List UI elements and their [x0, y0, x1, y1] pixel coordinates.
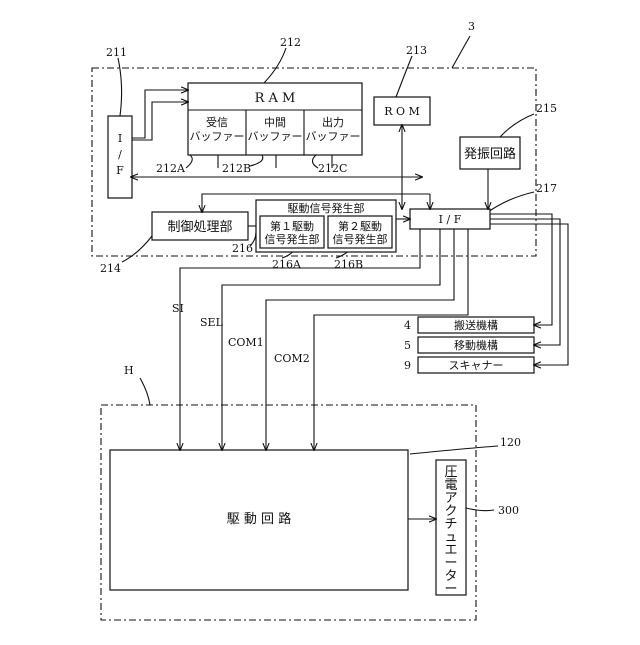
ref-215: 215	[536, 102, 557, 115]
out-buffer-label-2: バッファー	[306, 130, 361, 143]
ref-4: 4	[404, 319, 411, 332]
ref-5: 5	[404, 339, 411, 352]
controller-label: 制御処理部	[167, 220, 232, 235]
leader-300	[466, 508, 494, 511]
ref-300: 300	[498, 504, 519, 517]
piezo-char-10: ー	[444, 582, 457, 597]
leader-215	[500, 114, 534, 137]
second-generator-label-1: 第２駆動	[338, 219, 382, 233]
ref-3: 3	[468, 20, 475, 33]
ref-214: 214	[100, 262, 121, 275]
link-if-transport	[490, 214, 552, 325]
ram-label: R A M	[255, 91, 296, 106]
leader-211	[118, 58, 122, 116]
ref-211: 211	[106, 46, 127, 59]
out-buffer-label-1: 出力	[322, 115, 344, 129]
first-generator-label-2: 信号発生部	[265, 232, 320, 246]
link-if-to-ram-lower	[132, 102, 188, 140]
signal-label-si: SI	[172, 302, 184, 315]
leader-120	[410, 446, 498, 454]
leader-217	[488, 192, 534, 212]
if-right-label: I / F	[439, 213, 462, 226]
signal-label-com1: COM1	[228, 336, 264, 349]
leader-212b	[250, 155, 263, 166]
link-if-to-ram-upper	[132, 90, 188, 138]
leader-3	[452, 36, 470, 68]
if-left-label-1: I	[118, 132, 122, 145]
leader-213	[396, 56, 412, 97]
drive-circuit-label: 駆 動 回 路	[227, 511, 291, 527]
signal-label-sel: SEL	[200, 316, 224, 329]
transport-label: 搬送機構	[454, 318, 498, 332]
ref-9: 9	[404, 359, 411, 372]
first-generator-label-1: 第１駆動	[270, 219, 314, 233]
ref-213: 213	[406, 44, 427, 57]
leader-212a	[186, 155, 192, 168]
ref-212c: 212C	[318, 162, 347, 175]
scanner-label: スキャナー	[449, 359, 504, 372]
ref-217: 217	[536, 182, 557, 195]
drive-signal-generator-label: 駆動信号発生部	[288, 201, 365, 215]
leader-212	[264, 48, 286, 83]
oscillator-label: 発振回路	[464, 146, 516, 162]
moving-label: 移動機構	[454, 338, 498, 352]
mid-buffer-label-2: バッファー	[248, 130, 303, 143]
rx-buffer-label-2: バッファー	[190, 130, 245, 143]
ref-212: 212	[280, 36, 301, 49]
ref-216: 216	[232, 242, 253, 255]
ref-120: 120	[500, 436, 521, 449]
rx-buffer-label-1: 受信	[206, 116, 228, 129]
ref-216b: 216B	[334, 258, 363, 271]
ref-212b: 212B	[222, 162, 251, 175]
ref-h: H	[124, 364, 134, 377]
ref-212a: 212A	[156, 162, 186, 175]
mid-buffer-label-1: 中間	[264, 116, 286, 129]
rom-label: R O M	[384, 105, 420, 118]
second-generator-label-2: 信号発生部	[333, 232, 388, 246]
ref-216a: 216A	[272, 258, 302, 271]
signal-label-com2: COM2	[274, 352, 310, 365]
if-left-label-3: F	[116, 164, 124, 177]
leader-h	[140, 378, 150, 405]
leader-214	[122, 236, 152, 262]
if-left-label-2: /	[118, 148, 122, 161]
